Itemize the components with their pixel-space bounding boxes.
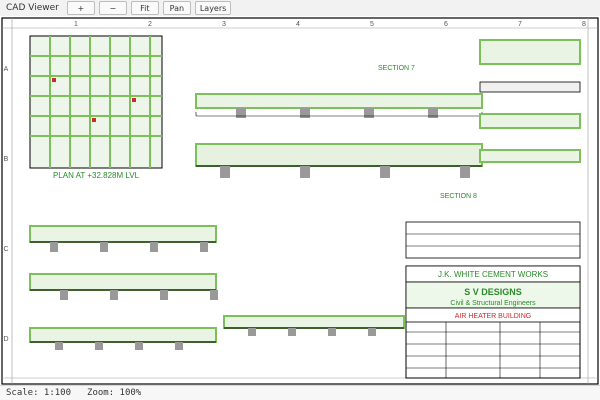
notes: [405, 221, 581, 259]
grid-col-1: 1: [74, 21, 78, 28]
grid-col-7: 7: [518, 21, 522, 28]
toolbar: CAD Viewer + − Fit Pan Layers: [0, 0, 600, 17]
girder-middle: SECTION 8: [195, 143, 483, 200]
grid-col-8: 8: [582, 21, 586, 28]
title-block: J.K. WHITE CEMENT WORKS S V DESIGNS Civi…: [405, 265, 581, 379]
beam-elevation-top: SECTION 7: [195, 65, 483, 118]
grid-row-a: A: [4, 66, 9, 73]
drawing-canvas[interactable]: 1 2 3 4 5 6 7 8 A B C D: [0, 16, 600, 386]
grid-row-d: D: [3, 336, 8, 343]
status-bar: Scale: 1:100 Zoom: 100%: [0, 385, 600, 400]
zoom-in-button[interactable]: +: [66, 1, 95, 15]
grid-row-c: C: [3, 246, 8, 253]
layers-button[interactable]: Layers: [194, 1, 232, 15]
bottom-beams: [29, 315, 405, 350]
scale-status: Scale: 1:100: [6, 388, 72, 398]
grid-col-2: 2: [148, 21, 152, 28]
zoom-out-button[interactable]: −: [98, 1, 127, 15]
section8-label: SECTION 8: [440, 193, 477, 200]
zoom-status: Zoom: 100%: [87, 388, 142, 398]
firm-name: S V DESIGNS: [464, 287, 522, 297]
section7-label: SECTION 7: [378, 65, 415, 72]
grid-col-5: 5: [370, 21, 374, 28]
plan-title: PLAN AT +32.828M LVL: [53, 171, 140, 180]
client-name: J.K. WHITE CEMENT WORKS: [438, 270, 548, 279]
plan-area: PLAN AT +32.828M LVL: [29, 35, 163, 180]
grid-col-3: 3: [222, 21, 226, 28]
grid-col-4: 4: [296, 21, 300, 28]
app-title: CAD Viewer: [6, 3, 59, 13]
firm-subtitle: Civil & Structural Engineers: [450, 300, 536, 307]
pan-button[interactable]: Pan: [162, 1, 191, 15]
grid-col-6: 6: [444, 21, 448, 28]
fit-button[interactable]: Fit: [130, 1, 159, 15]
right-sections: [479, 39, 581, 163]
building-name: AIR HEATER BUILDING: [455, 313, 532, 320]
grid-row-b: B: [4, 156, 9, 163]
left-beams: [29, 225, 218, 300]
drawing-svg[interactable]: 1 2 3 4 5 6 7 8 A B C D: [0, 16, 600, 386]
